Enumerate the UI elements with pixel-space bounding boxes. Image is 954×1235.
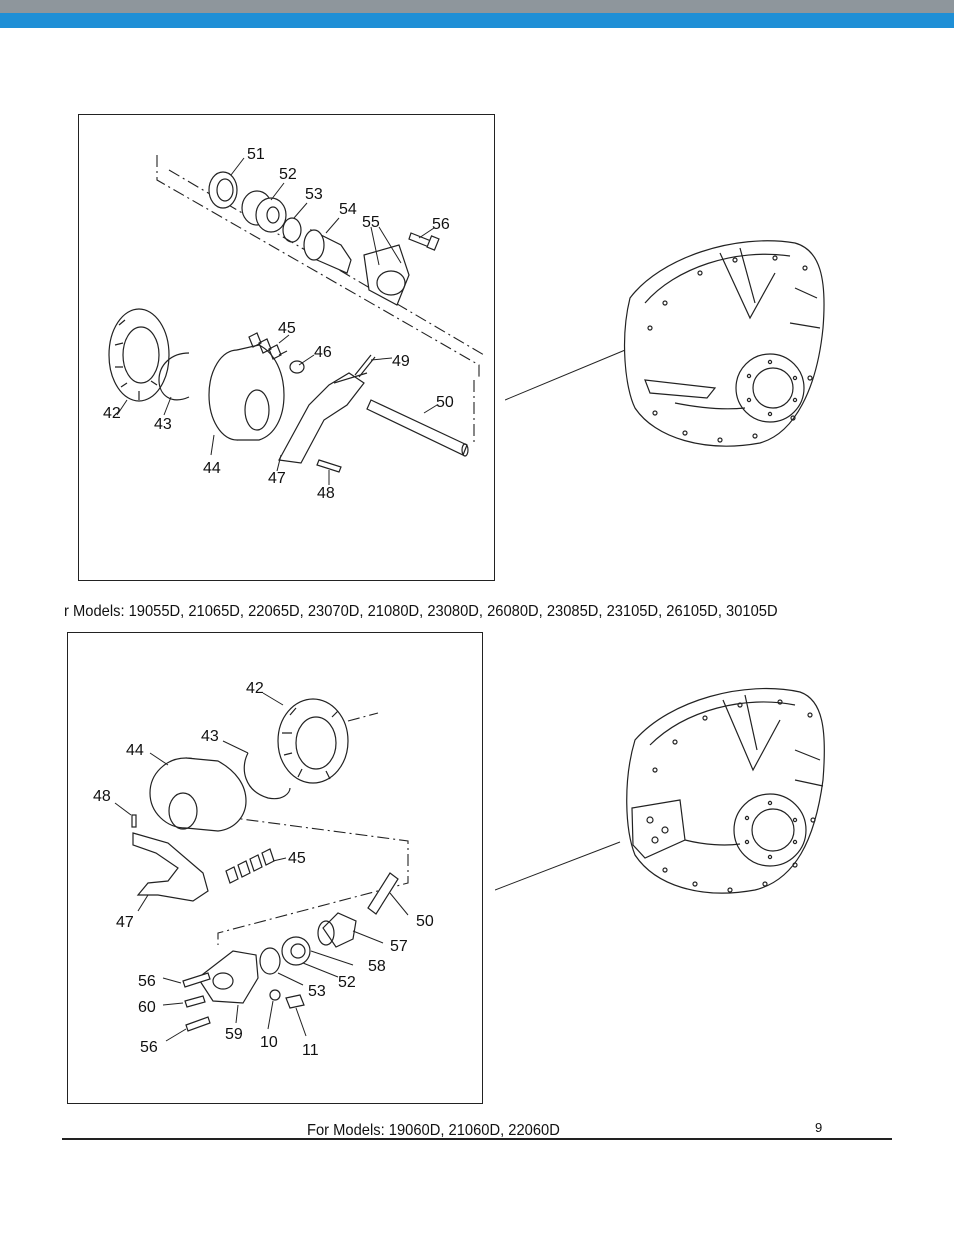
bottom-exploded-diagram: 42 43 44 48 45 47 50 57 58 52 53 56 60 5… (67, 632, 483, 1104)
part-label-59: 59 (225, 1026, 243, 1043)
part-label-56: 56 (432, 216, 450, 233)
part-label-48: 48 (317, 485, 335, 502)
part-label-51: 51 (247, 146, 265, 163)
footer-rule (62, 1138, 892, 1140)
part-label-43: 43 (201, 728, 219, 745)
part-label-60: 60 (138, 999, 156, 1016)
part-label-52: 52 (338, 974, 356, 991)
part-label-53: 53 (305, 186, 323, 203)
part-label-48: 48 (93, 788, 111, 805)
part-label-50: 50 (436, 394, 454, 411)
part-label-52: 52 (279, 166, 297, 183)
part-label-57: 57 (390, 938, 408, 955)
part-label-54: 54 (339, 201, 357, 218)
part-label-42: 42 (103, 405, 121, 422)
part-label-42: 42 (246, 680, 264, 697)
part-label-49: 49 (392, 353, 410, 370)
header-band-blue (0, 13, 954, 28)
part-label-55: 55 (362, 214, 380, 231)
page-number: 9 (815, 1120, 822, 1135)
part-label-44: 44 (203, 460, 221, 477)
part-label-50: 50 (416, 913, 434, 930)
part-label-58: 58 (368, 958, 386, 975)
part-label-45: 45 (288, 850, 306, 867)
part-label-11: 11 (302, 1042, 319, 1059)
part-label-43: 43 (154, 416, 172, 433)
part-label-44: 44 (126, 742, 144, 759)
part-label-10: 10 (260, 1034, 278, 1051)
bottom-diagram-drawing: 42 43 44 48 45 47 50 57 58 52 53 56 60 5… (68, 633, 482, 1103)
header-band-grey (0, 0, 954, 13)
bottom-housing-illustration (495, 680, 835, 905)
part-label-47: 47 (268, 470, 286, 487)
top-diagram-drawing: 51 52 53 54 55 56 45 46 49 50 42 43 44 4… (79, 115, 494, 580)
part-label-56-lower: 56 (140, 1039, 158, 1056)
top-housing-illustration (505, 228, 835, 458)
part-label-56: 56 (138, 973, 156, 990)
part-label-53: 53 (308, 983, 326, 1000)
top-models-caption: r Models: 19055D, 21065D, 22065D, 23070D… (64, 603, 778, 621)
part-label-47: 47 (116, 914, 134, 931)
top-exploded-diagram: 51 52 53 54 55 56 45 46 49 50 42 43 44 4… (78, 114, 495, 581)
part-label-46: 46 (314, 344, 332, 361)
part-label-45: 45 (278, 320, 296, 337)
